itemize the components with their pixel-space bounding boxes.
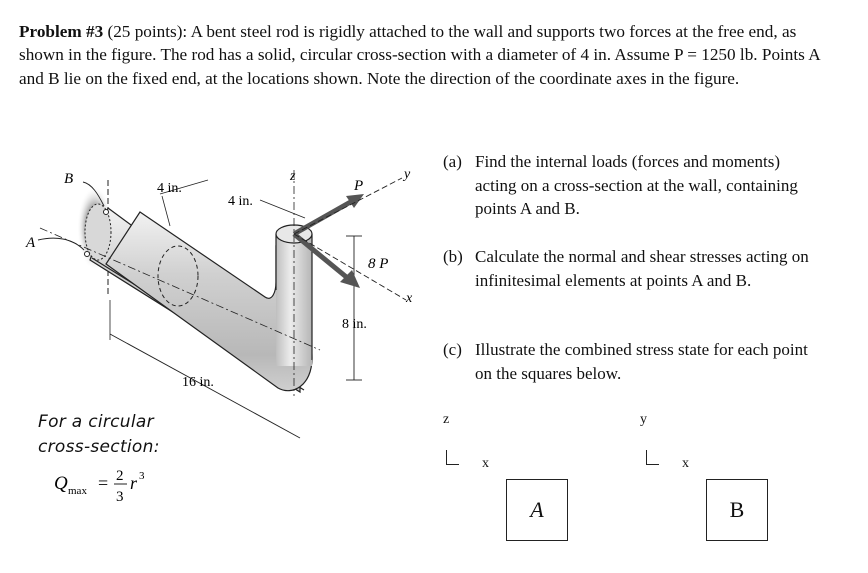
axis-y-line — [293, 177, 403, 235]
fraction-denominator: 3 — [116, 489, 124, 505]
stress-square-b-label: B — [729, 497, 745, 522]
point-a-label: A — [25, 235, 36, 251]
dim-4a-line — [159, 179, 209, 195]
axis-z-label: z — [289, 169, 296, 184]
stress-square-a: A — [506, 479, 568, 541]
problem-points: (25 points): — [107, 22, 188, 41]
problem-heading: Problem #3 — [19, 22, 104, 41]
axis-x-line — [293, 233, 407, 301]
force-8p-label: 8 P — [368, 256, 388, 272]
dim-4b-label: 4 in. — [228, 194, 253, 209]
square-a-axes-corner — [446, 450, 459, 465]
dim-16-label: 16 in. — [182, 375, 214, 390]
force-8p-head — [340, 270, 360, 288]
cross-section-hidden — [157, 245, 199, 307]
dim-16-line — [109, 333, 301, 439]
force-p-head — [346, 194, 364, 208]
r-symbol: r — [130, 473, 138, 493]
stress-square-a-label: A — [530, 497, 544, 522]
point-b-marker — [103, 209, 109, 215]
part-c-label: (c) — [443, 340, 462, 359]
q-symbol: Q — [54, 473, 68, 494]
part-b-label: (b) — [443, 247, 463, 266]
square-a-vertical-axis: z — [443, 412, 450, 427]
equals-sign: = — [98, 473, 108, 493]
r-exponent: 3 — [139, 470, 145, 482]
square-b-vertical-axis: y — [640, 412, 647, 427]
centerline-arm — [39, 227, 321, 351]
square-a-horizontal-axis: x — [482, 456, 489, 471]
force-8p-arrow — [292, 232, 352, 282]
dim-4a-label: 4 in. — [157, 181, 182, 196]
point-a-marker — [84, 251, 90, 257]
part-a-text: Find the internal loads (forces and mome… — [475, 152, 798, 218]
problem-statement: Problem #3 (25 points): A bent steel rod… — [19, 20, 839, 90]
problem-body: A bent steel rod is rigidly attached to … — [19, 22, 820, 88]
square-b-horizontal-axis: x — [682, 456, 689, 471]
note-line1: For a circular — [38, 412, 154, 432]
axis-y-label: y — [402, 167, 411, 182]
bent-rod-figure: B A 4 in. 4 in. 8 in. 16 in. P 8 P z y x — [25, 167, 413, 439]
point-b-label: B — [64, 171, 73, 187]
q-max-formula: Q max = 2 3 r 3 — [54, 468, 145, 505]
part-a-label: (a) — [443, 152, 462, 171]
point-a-leader — [37, 237, 85, 251]
rod-wall-end — [84, 203, 112, 261]
part-c-text: Illustrate the combined stress state for… — [475, 340, 808, 383]
q-subscript: max — [68, 485, 87, 497]
dim-8-label: 8 in. — [342, 317, 367, 332]
note-line2: cross-section: — [38, 437, 160, 457]
dim-4b-line — [259, 199, 306, 219]
point-b-leader — [82, 181, 105, 207]
square-b-axes-corner — [646, 450, 659, 465]
force-p-label: P — [353, 178, 363, 194]
stress-square-b: B — [706, 479, 768, 541]
axis-x-label: x — [405, 291, 413, 306]
part-b-text: Calculate the normal and shear stresses … — [475, 247, 809, 290]
fraction-numerator: 2 — [116, 468, 124, 484]
dim-4a-ext — [161, 195, 171, 227]
